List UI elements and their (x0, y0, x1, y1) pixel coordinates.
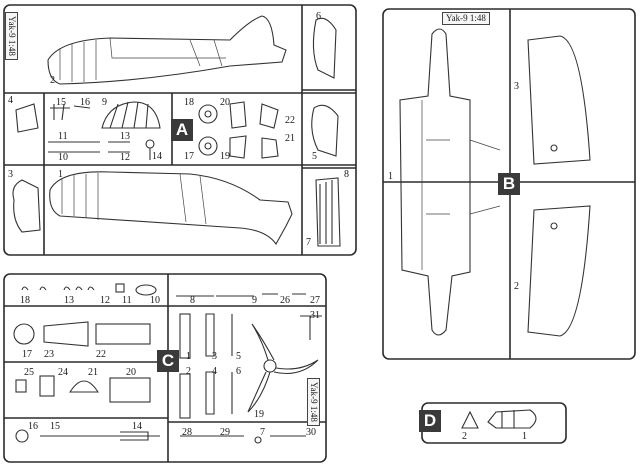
part-number: 14 (152, 151, 162, 162)
part-number: 8 (344, 169, 349, 180)
part-number: 24 (58, 367, 68, 378)
part-number: 17 (184, 151, 194, 162)
sprue-b-badge: B (498, 173, 520, 195)
part-number: 6 (236, 366, 241, 377)
part-number: 17 (22, 349, 32, 360)
part-number: 1 (58, 169, 63, 180)
part-number: 3 (514, 81, 519, 92)
part-number: 7 (306, 237, 311, 248)
part-number: 13 (120, 131, 130, 142)
part-number: 20 (126, 367, 136, 378)
part-number: 13 (64, 295, 74, 306)
part-number: 7 (260, 427, 265, 438)
sprue-a-tag: Yak-9 1:48 (5, 12, 18, 60)
part-number: 29 (220, 427, 230, 438)
sprue-d-frame (421, 402, 567, 444)
part-number: 30 (306, 427, 316, 438)
part-number: 12 (100, 295, 110, 306)
fuselage-half-top (47, 15, 287, 85)
fuselage-half-bottom (49, 171, 293, 246)
stabilizer-bottom (527, 205, 591, 337)
sprue-d-badge: D (419, 410, 441, 432)
part-number: 1 (522, 431, 527, 442)
wheel-parts (198, 101, 279, 159)
part-number: 10 (58, 152, 68, 163)
part-number: 2 (186, 366, 191, 377)
part-number: 2 (514, 281, 519, 292)
part-number: 21 (88, 367, 98, 378)
small-parts-a (12, 103, 155, 233)
wing-part (399, 28, 471, 336)
part-number: 12 (120, 152, 130, 163)
part-number: 10 (150, 295, 160, 306)
part-number: 2 (50, 75, 55, 86)
part-number: 21 (285, 133, 295, 144)
part-number: 9 (102, 97, 107, 108)
sprue-a-badge: A (171, 119, 193, 141)
part-number: 19 (220, 151, 230, 162)
part-number: 19 (254, 409, 264, 420)
part-number: 2 (462, 431, 467, 442)
part-number: 5 (312, 151, 317, 162)
part-number: 5 (236, 351, 241, 362)
part-number: 22 (96, 349, 106, 360)
part-number: 16 (28, 421, 38, 432)
part-number: 8 (190, 295, 195, 306)
part-number: 3 (8, 169, 13, 180)
part-number: 16 (80, 97, 90, 108)
part-number: 6 (316, 11, 321, 22)
part-number: 27 (310, 295, 320, 306)
sprue-c-badge: C (157, 350, 179, 372)
part-number: 18 (184, 97, 194, 108)
stabilizer-top (527, 35, 591, 165)
part-number: 14 (132, 421, 142, 432)
sprue-c-tag: Yak-9 1:48 (307, 378, 320, 426)
part-number: 18 (20, 295, 30, 306)
part-number: 15 (50, 421, 60, 432)
sprue-c-parts (13, 283, 322, 444)
part-number: 1 (388, 171, 393, 182)
part-number: 9 (252, 295, 257, 306)
part-number: 3 (212, 351, 217, 362)
part-number: 26 (280, 295, 290, 306)
part-number: 28 (182, 427, 192, 438)
sprue-a-frame (3, 4, 357, 256)
part-number: 15 (56, 97, 66, 108)
part-number: 25 (24, 367, 34, 378)
part-number: 4 (212, 366, 217, 377)
tail-parts (311, 17, 341, 247)
part-number: 11 (58, 131, 68, 142)
part-number: 22 (285, 115, 295, 126)
sprue-b-tag: Yak-9 1:48 (442, 12, 490, 25)
sprue-c-frame (3, 273, 327, 463)
part-number: 1 (186, 351, 191, 362)
part-number: 20 (220, 97, 230, 108)
canopy-part (101, 101, 161, 129)
part-number: 4 (8, 95, 13, 106)
part-number: 23 (44, 349, 54, 360)
part-number: 31 (310, 310, 320, 321)
propeller-part (247, 323, 319, 413)
part-number: 11 (122, 295, 132, 306)
